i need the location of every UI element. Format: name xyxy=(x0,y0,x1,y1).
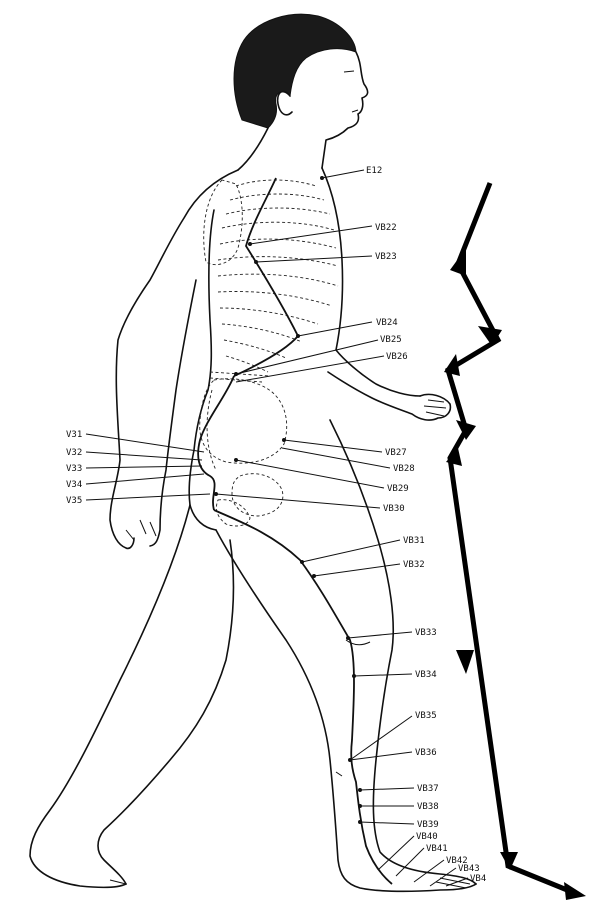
neck-back xyxy=(238,128,268,170)
rear-leg-front xyxy=(98,540,233,884)
rear-leg-back xyxy=(30,505,190,887)
label-vb23: VB23 xyxy=(375,252,397,262)
label-vb26: VB26 xyxy=(386,352,408,362)
hair xyxy=(234,14,356,128)
label-vb34: VB34 xyxy=(415,670,437,680)
label-v31: V31 xyxy=(66,430,82,440)
head-outline xyxy=(322,52,368,168)
label-vb28: VB28 xyxy=(393,464,415,474)
label-vb22: VB22 xyxy=(375,223,397,233)
pelvis-outline xyxy=(200,379,287,463)
label-vb35: VB35 xyxy=(415,711,437,721)
flow-arrowhead-1 xyxy=(450,248,466,276)
label-v34: V34 xyxy=(66,480,82,490)
flow-arrowhead-4 xyxy=(456,420,476,440)
label-vb44: VB4 xyxy=(470,874,486,884)
label-v33: V33 xyxy=(66,464,82,474)
rib-cage xyxy=(218,180,338,372)
meridian-flow-arrow xyxy=(444,183,586,900)
label-vb29: VB29 xyxy=(387,484,409,494)
label-vb32: VB32 xyxy=(403,560,425,570)
front-fingers xyxy=(424,400,446,416)
meridian-leg xyxy=(214,510,392,884)
mouth xyxy=(352,110,358,112)
flow-arrowhead-end xyxy=(564,882,586,900)
flow-arrowhead-6 xyxy=(456,650,474,674)
meridian-upper-trunk xyxy=(234,178,298,376)
point-labels: E12 VB22 VB23 VB24 VB25 VB26 VB27 VB28 V… xyxy=(66,166,486,884)
label-vb43: VB43 xyxy=(458,864,480,874)
label-vb24: VB24 xyxy=(376,318,398,328)
trunk-back xyxy=(189,210,216,530)
label-vb30: VB30 xyxy=(383,504,405,514)
label-vb27: VB27 xyxy=(385,448,407,458)
label-vb31: VB31 xyxy=(403,536,425,546)
gallbladder-meridian xyxy=(198,178,392,884)
rear-hand-fingers xyxy=(126,520,156,540)
ear xyxy=(278,91,292,114)
flow-path xyxy=(448,183,572,892)
back-line xyxy=(110,170,238,548)
label-vb38: VB38 xyxy=(417,802,439,812)
label-vb40: VB40 xyxy=(416,832,438,842)
label-vb25: VB25 xyxy=(380,335,402,345)
label-vb33: VB33 xyxy=(415,628,437,638)
eye xyxy=(344,71,354,72)
label-vb36: VB36 xyxy=(415,748,437,758)
label-vb41: VB41 xyxy=(426,844,448,854)
hip-joint xyxy=(232,474,283,516)
sacrum-outline xyxy=(207,390,216,470)
label-e12: E12 xyxy=(366,166,382,176)
label-vb37: VB37 xyxy=(417,784,439,794)
label-vb39: VB39 xyxy=(417,820,439,830)
label-v32: V32 xyxy=(66,448,82,458)
label-v35: V35 xyxy=(66,496,82,506)
